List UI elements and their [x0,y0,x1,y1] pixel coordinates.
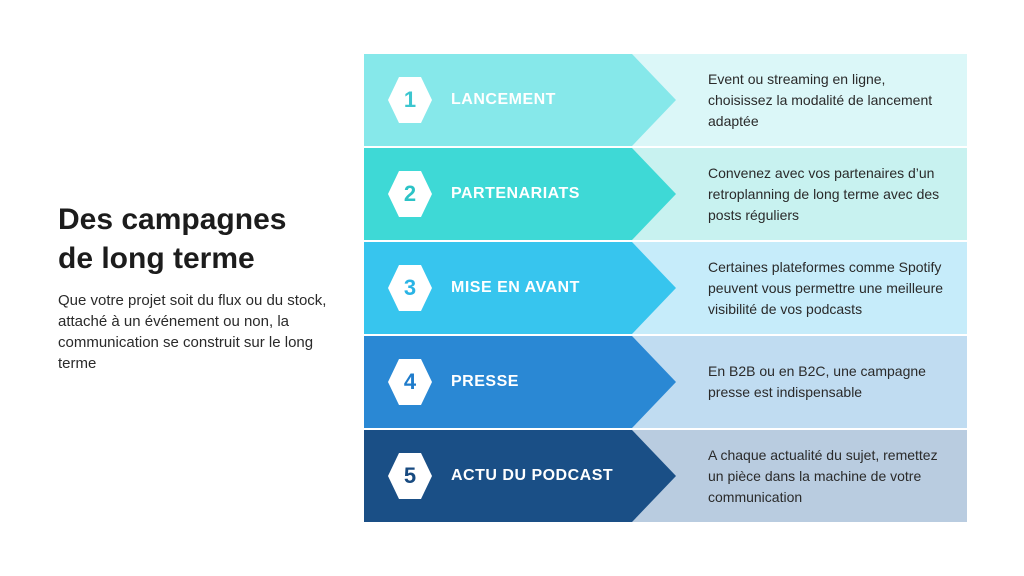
step-row: 2 PARTENARIATS Convenez avec vos partena… [364,148,967,240]
title-line-1: Des campagnes [58,203,287,236]
step-description: En B2B ou en B2C, une campagne presse es… [708,363,926,400]
title-line-2: de long terme [58,242,255,275]
step-number-badge: 4 [388,359,432,405]
step-number-badge: 3 [388,265,432,311]
step-label: ACTU DU PODCAST [451,467,614,484]
step-label: PRESSE [451,373,519,390]
step-number-badge: 1 [388,77,432,123]
step-number-badge: 2 [388,171,432,217]
step-label: LANCEMENT [451,91,556,108]
heading-block: Des campagnes de long terme Que votre pr… [58,200,328,374]
step-label: PARTENARIATS [451,185,580,202]
step-row: 1 LANCEMENT Event ou streaming en ligne,… [364,54,967,146]
step-description: Convenez avec vos partenaires d’un retro… [708,164,940,223]
step-row: 5 ACTU DU PODCAST A chaque actualité du … [364,430,967,522]
steps-diagram: 1 LANCEMENT Event ou streaming en ligne,… [364,54,967,524]
page-subtitle: Que votre projet soit du flux ou du stoc… [58,292,327,372]
page-title: Des campagnes de long terme [58,200,328,278]
step-label: MISE EN AVANT [451,279,580,296]
step-description: A chaque actualité du sujet, remettez un… [708,446,938,505]
step-row: 4 PRESSE En B2B ou en B2C, une campagne … [364,336,967,428]
step-description: Certaines plateformes comme Spotify peuv… [708,258,944,317]
step-number-badge: 5 [388,453,432,499]
step-description: Event ou streaming en ligne, choisissez … [708,70,933,129]
step-row: 3 MISE EN AVANT Certaines plateformes co… [364,242,967,334]
